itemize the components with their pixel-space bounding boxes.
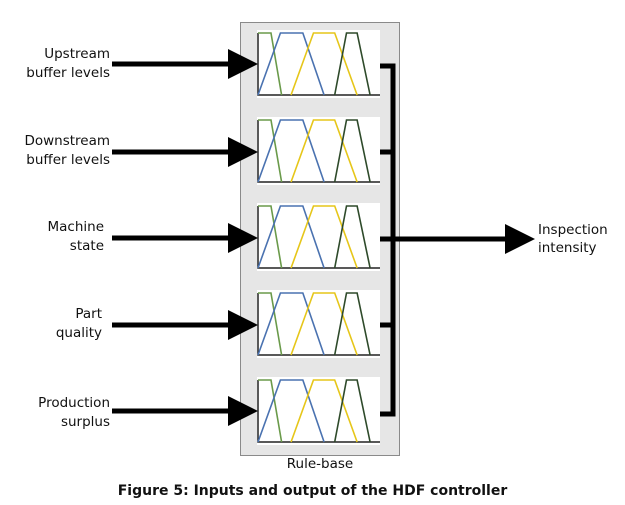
input-label-production-surplus: Production surplus [0,394,110,432]
label-line: Inspection [538,222,608,238]
mf-3-curve [290,32,358,96]
input-label-upstream: Upstream buffer levels [0,45,110,83]
membership-chart [257,379,380,443]
mf-3-curve [290,379,358,443]
label-line: buffer levels [26,65,110,81]
membership-chart [257,32,380,96]
figure-caption: Figure 5: Inputs and output of the HDF c… [117,483,508,499]
input-label-part-quality: Part quality [0,305,102,343]
label-line: Production [38,395,110,411]
membership-panel-5 [257,377,380,445]
membership-panel-4 [257,290,380,358]
membership-chart [257,119,380,183]
mf-1-curve [258,32,283,96]
output-label-inspection-intensity: Inspection intensity [538,221,608,257]
label-line: surplus [60,414,110,430]
mf-3-curve [290,119,358,183]
mf-1-curve [258,119,283,183]
label-line: Downstream [24,133,110,149]
mf-1-curve [258,379,283,443]
label-line: quality [55,325,102,341]
mf-2-curve [257,379,325,443]
membership-chart [257,205,380,269]
membership-chart [257,292,380,356]
mf-2-curve [257,32,325,96]
mf-2-curve [257,119,325,183]
mf-4-curve [333,292,371,356]
mf-4-curve [333,119,371,183]
mf-2-curve [257,292,325,356]
mf-3-curve [290,205,358,269]
membership-panel-2 [257,117,380,185]
membership-panel-1 [257,30,380,98]
label-line: Upstream [44,46,110,62]
label-line: intensity [538,240,597,256]
mf-1-curve [258,205,283,269]
rule-base-label: Rule-base [286,456,354,472]
label-line: Part [75,306,102,322]
label-line: Machine [47,219,104,235]
mf-4-curve [333,379,371,443]
mf-3-curve [290,292,358,356]
input-label-downstream: Downstream buffer levels [0,132,110,170]
label-line: buffer levels [26,152,110,168]
mf-2-curve [257,205,325,269]
mf-1-curve [258,292,283,356]
membership-panel-3 [257,203,380,271]
label-line: state [69,238,104,254]
input-label-machine-state: Machine state [0,218,104,256]
mf-4-curve [333,32,371,96]
mf-4-curve [333,205,371,269]
